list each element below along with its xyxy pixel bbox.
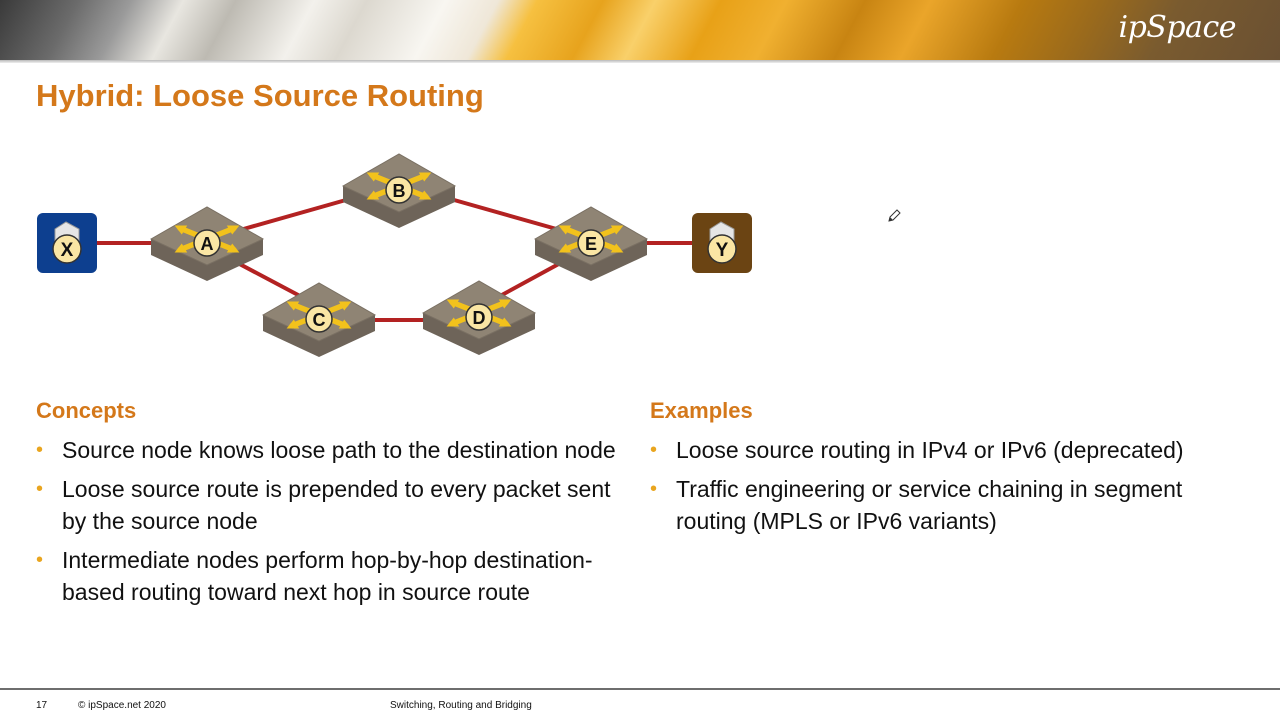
bullet-icon: • <box>36 549 44 571</box>
bullet-icon: • <box>36 478 44 500</box>
host-y: Y <box>692 213 752 273</box>
concepts-heading: Concepts <box>36 398 137 423</box>
course-title: Switching, Routing and Bridging <box>390 700 532 711</box>
page-number: 17 <box>36 700 48 711</box>
examples-list: •Loose source routing in IPv4 or IPv6 (d… <box>650 434 1240 544</box>
header-divider <box>0 60 1280 63</box>
node-label-a: A <box>201 234 214 254</box>
router-b: B <box>341 153 457 228</box>
ipspace-logo: ipSpace <box>1118 10 1237 45</box>
router-d: D <box>421 280 537 355</box>
node-label-c: C <box>313 310 326 330</box>
node-label-x: X <box>61 240 74 261</box>
router-c: C <box>261 282 377 357</box>
node-label-y: Y <box>716 240 729 261</box>
link-a-c <box>231 258 301 298</box>
host-x: X <box>37 213 97 273</box>
list-item: •Loose source route is prepended to ever… <box>36 473 636 537</box>
list-item: •Source node knows loose path to the des… <box>36 434 636 466</box>
link-a-b <box>239 194 361 232</box>
node-label-b: B <box>393 181 406 201</box>
bullet-icon: • <box>650 439 658 461</box>
pen-cursor-icon <box>888 209 901 222</box>
link-b-e <box>439 194 561 232</box>
concepts-list: •Source node knows loose path to the des… <box>36 434 636 615</box>
footer-divider <box>0 688 1280 690</box>
router-a: A <box>149 206 265 281</box>
node-label-e: E <box>585 234 597 254</box>
router-e: E <box>533 206 649 281</box>
bullet-icon: • <box>650 478 658 500</box>
link-d-e <box>499 258 567 298</box>
list-item: •Intermediate nodes perform hop-by-hop d… <box>36 544 636 608</box>
examples-heading: Examples <box>650 398 753 423</box>
list-item: •Traffic engineering or service chaining… <box>650 473 1240 537</box>
slide-title: Hybrid: Loose Source Routing <box>36 78 484 113</box>
network-diagram: X A B C D E <box>37 153 752 357</box>
copyright-notice: © ipSpace.net 2020 <box>78 700 166 711</box>
bullet-icon: • <box>36 439 44 461</box>
list-item: •Loose source routing in IPv4 or IPv6 (d… <box>650 434 1240 466</box>
node-label-d: D <box>473 308 486 328</box>
header-banner <box>0 0 1280 60</box>
